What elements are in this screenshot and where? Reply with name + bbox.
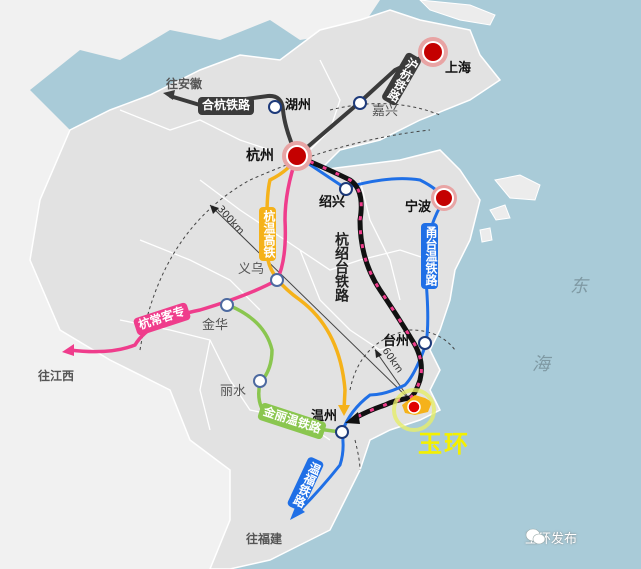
yuhuan-dot	[407, 400, 421, 414]
land-outer	[0, 0, 380, 90]
station-huzhou	[268, 100, 282, 114]
label-shanghai: 上海	[445, 61, 472, 76]
station-yiwu	[270, 273, 284, 287]
label-hangshaotai-railway: 杭绍台铁路	[333, 232, 349, 302]
range-300km-east	[329, 103, 441, 116]
yuhuan-ring	[392, 388, 436, 432]
watermark: 玉环发布	[525, 528, 577, 547]
island-chongming	[419, 0, 496, 26]
range-60km	[349, 329, 456, 391]
label-lishui: 丽水	[220, 384, 247, 399]
label-jiaxing: 嘉兴	[372, 104, 399, 119]
rail-hehang	[169, 93, 299, 157]
hub-ningbo	[431, 185, 457, 211]
label-yiwu: 义乌	[238, 262, 265, 277]
label-to-jiangxi: 往江西	[38, 369, 75, 383]
tag-yongtaiwen-railway: 甬台温铁路	[421, 223, 438, 289]
islands-zhoushan	[479, 174, 541, 243]
station-shaoxing	[339, 182, 353, 196]
hub-shanghai	[418, 37, 448, 67]
label-jinhua: 金华	[202, 318, 229, 333]
hub-hangzhou	[282, 141, 312, 171]
label-taizhou: 台州	[383, 334, 410, 349]
boundaries	[119, 59, 431, 441]
station-lishui	[253, 374, 267, 388]
wechat-icon	[525, 528, 546, 545]
station-wenzhou	[335, 425, 349, 439]
label-hangzhou: 杭州	[246, 148, 274, 164]
label-huzhou: 湖州	[285, 98, 312, 113]
rail-hangwen-hsr	[265, 155, 347, 411]
station-jiaxing	[353, 96, 367, 110]
range-300km	[139, 129, 431, 351]
land-zhejiang	[29, 9, 502, 569]
label-yuhuan: 玉环	[418, 430, 470, 458]
label-shaoxing: 绍兴	[319, 195, 346, 210]
label-to-anhui: 往安徽	[166, 77, 203, 91]
label-to-fujian: 往福建	[246, 532, 283, 546]
label-sea-east: 东	[570, 276, 588, 297]
station-jinhua	[220, 298, 234, 312]
land-west	[0, 90, 230, 569]
station-taizhou	[418, 336, 432, 350]
rail-hangshaotai	[296, 153, 424, 421]
tag-hehang-railway: 合杭铁路	[198, 97, 255, 115]
tag-hangwen-hsr: 杭温高铁	[259, 207, 276, 261]
label-ningbo: 宁波	[405, 200, 432, 215]
rail-hangchang	[69, 155, 299, 354]
radius-300km	[209, 204, 411, 401]
label-sea: 海	[532, 354, 550, 375]
